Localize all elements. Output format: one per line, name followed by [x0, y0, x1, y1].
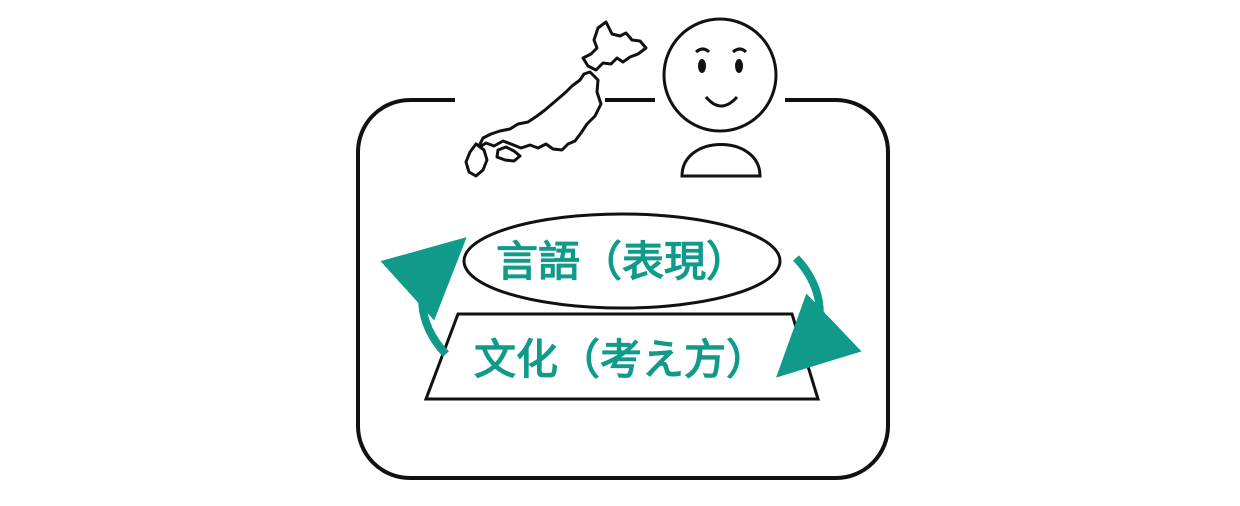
arrow-down-curved-icon [776, 255, 862, 378]
person-head [662, 17, 778, 133]
outer-frame [356, 98, 890, 480]
person-body [680, 143, 762, 178]
person-eye-left [698, 59, 706, 73]
culture-base-shape [423, 312, 821, 401]
person-smile [704, 95, 739, 108]
smiling-person-icon [662, 17, 778, 178]
person-eyebrow-left [695, 47, 711, 54]
top-label: 言語（表現） [496, 237, 748, 286]
japan-map-icon [464, 20, 648, 178]
bottom-label: 文化（考え方） [474, 335, 768, 384]
arrow-up-curved-icon [380, 237, 467, 357]
person-eyebrow-right [732, 47, 748, 54]
person-eye-right [735, 59, 743, 73]
